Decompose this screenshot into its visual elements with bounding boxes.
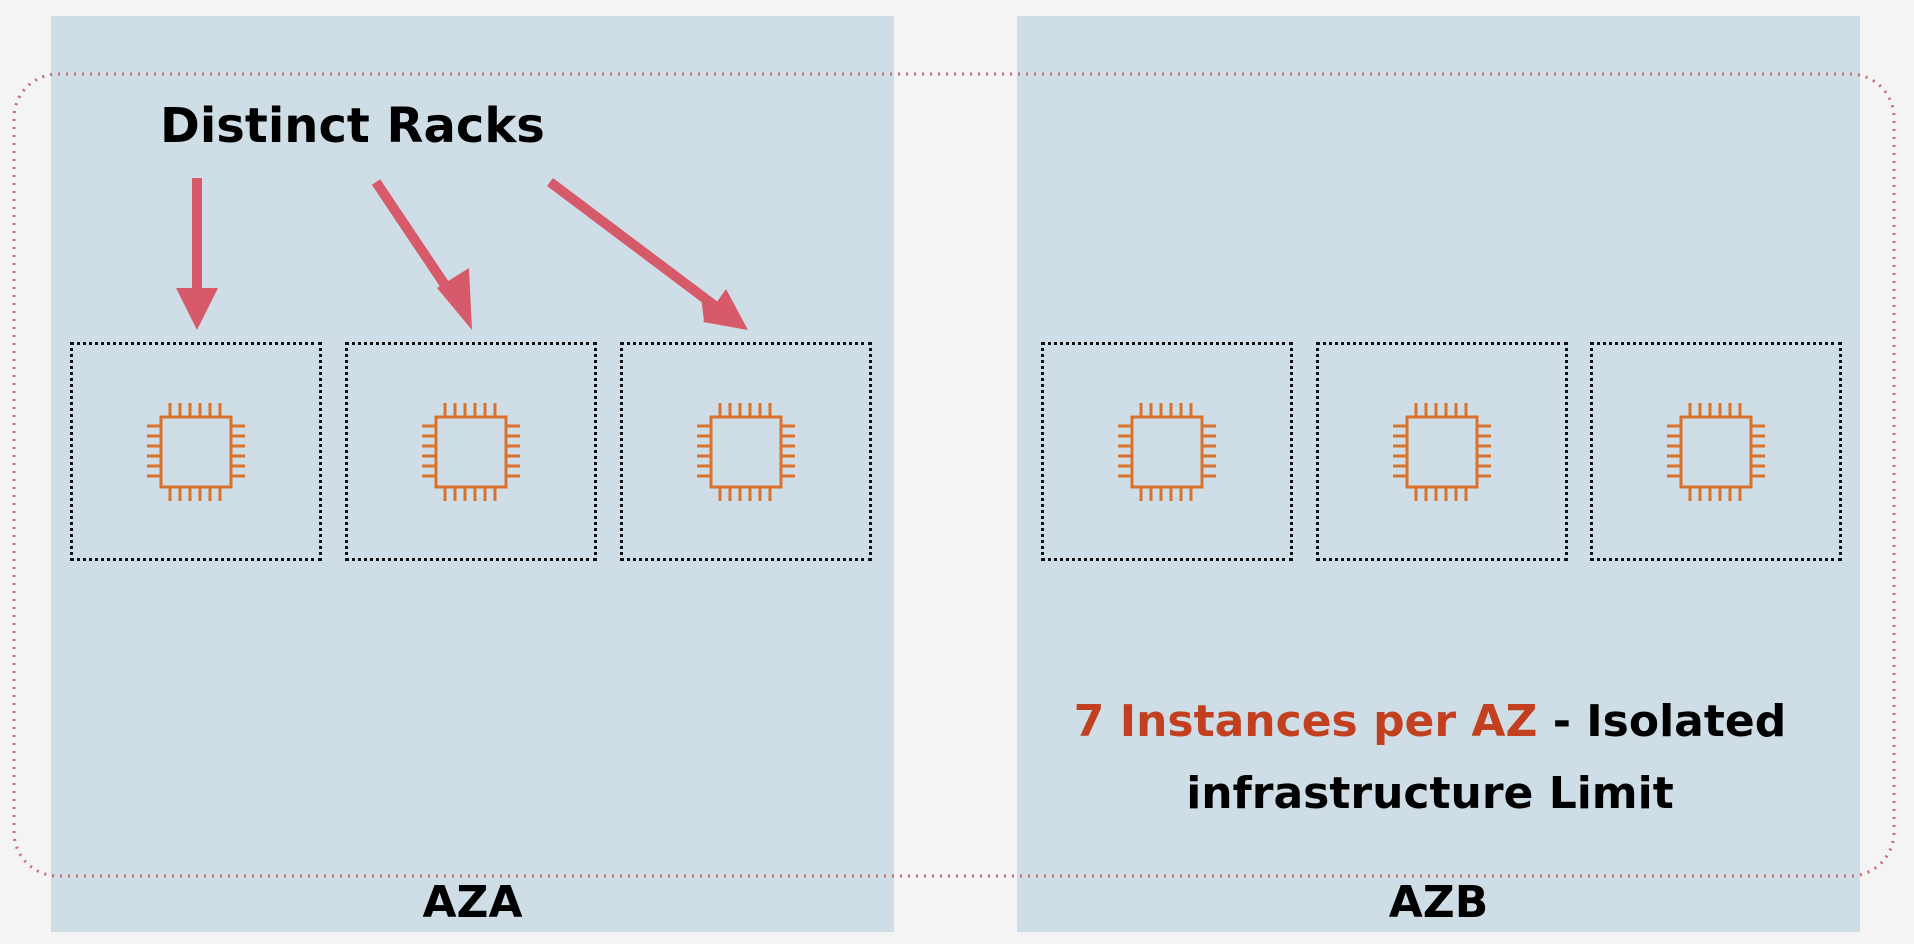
caption-line2: infrastructure Limit xyxy=(1186,768,1674,819)
caption-highlight: 7 Instances per AZ xyxy=(1073,696,1538,747)
chip-icon xyxy=(1667,402,1765,501)
rack-box xyxy=(345,342,597,561)
distinct-racks-heading: Distinct Racks xyxy=(160,98,545,154)
chip-icon xyxy=(697,402,795,501)
rack-box xyxy=(620,342,872,561)
chip-icon xyxy=(147,402,245,501)
rack-box xyxy=(1041,342,1293,561)
rack-box xyxy=(70,342,322,561)
rack-box xyxy=(1590,342,1842,561)
zone-label-a: AZA xyxy=(422,877,523,928)
zone-label-b: AZB xyxy=(1388,877,1489,928)
chip-icon xyxy=(1118,402,1216,501)
chip-icon xyxy=(1393,402,1491,501)
rack-box xyxy=(1316,342,1568,561)
caption-line1-rest: - Isolated xyxy=(1537,696,1787,747)
limit-caption: 7 Instances per AZ - Isolated infrastruc… xyxy=(1040,686,1820,830)
chip-icon xyxy=(422,402,520,501)
